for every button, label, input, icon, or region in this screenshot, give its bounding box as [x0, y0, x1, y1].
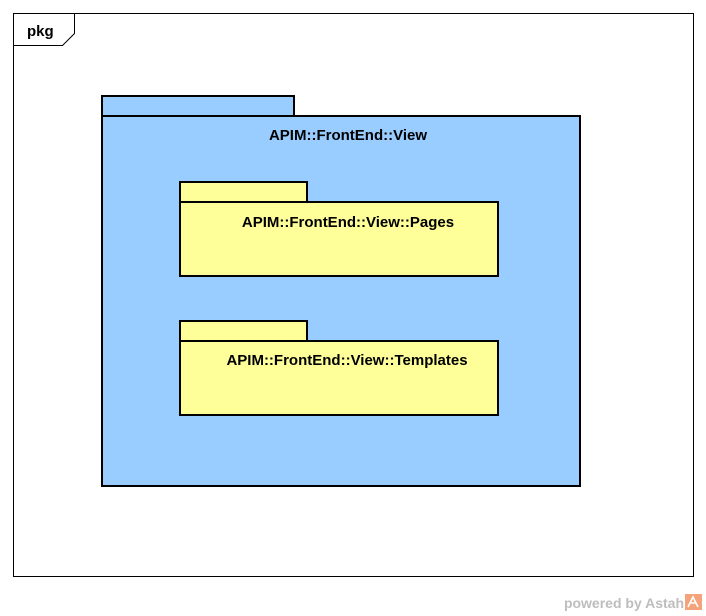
package-tab	[179, 181, 308, 204]
astah-logo-icon	[685, 594, 702, 610]
frame-label: pkg	[27, 23, 54, 40]
package-tab	[179, 320, 308, 343]
astah-watermark: powered by Astah	[564, 594, 702, 611]
frame-label-tab	[13, 13, 75, 46]
package-pages[interactable]: APIM::FrontEnd::View::Pages	[179, 181, 499, 277]
package-body	[179, 340, 499, 416]
package-name: APIM::FrontEnd::View	[269, 127, 427, 144]
watermark-text: powered by Astah	[564, 595, 684, 611]
package-body	[101, 115, 581, 487]
package-tab	[101, 95, 295, 118]
package-body	[179, 201, 499, 277]
package-templates[interactable]: APIM::FrontEnd::View::Templates	[179, 320, 499, 416]
package-name: APIM::FrontEnd::View::Pages	[242, 214, 454, 231]
package-name: APIM::FrontEnd::View::Templates	[226, 352, 467, 369]
package-frontend-view[interactable]: APIM::FrontEnd::View	[101, 95, 581, 487]
